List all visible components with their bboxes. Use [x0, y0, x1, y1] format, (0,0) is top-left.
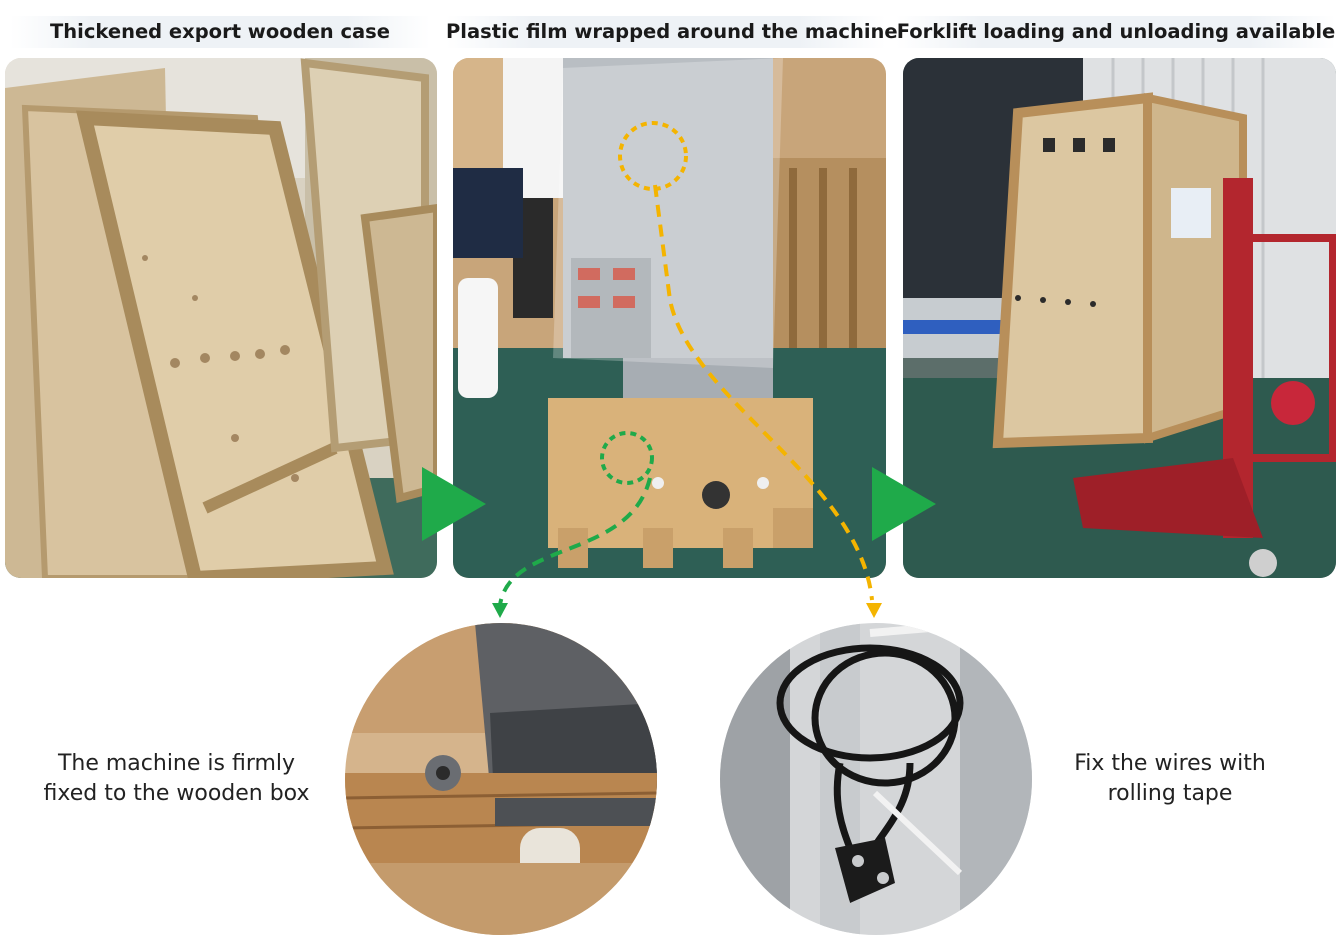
caption-wires-fixed-line2: rolling tape [1107, 781, 1233, 806]
panel-title-forklift: Forklift loading and unloading available [896, 16, 1336, 48]
detail-photo-caster-fixed [345, 623, 657, 935]
caption-wires-fixed: Fix the wires with rolling tape [1040, 749, 1300, 809]
photo-wooden-cases [5, 58, 437, 578]
photo-forklift-loading [903, 58, 1336, 578]
panel-title-wooden-case: Thickened export wooden case [10, 16, 430, 48]
photo-plastic-wrapped-machine [453, 58, 886, 578]
panel-title-plastic-film: Plastic film wrapped around the machine [446, 16, 898, 48]
caption-wires-fixed-line1: Fix the wires with [1074, 751, 1266, 776]
caption-machine-fixed-line1: The machine is firmly [57, 751, 296, 776]
caption-machine-fixed-line2: fixed to the wooden box [43, 781, 310, 806]
caption-machine-fixed: The machine is firmly fixed to the woode… [20, 749, 333, 809]
play-arrow-icon-2 [872, 467, 936, 541]
detail-photo-wires-taped [720, 623, 1032, 935]
play-arrow-icon-1 [422, 467, 486, 541]
